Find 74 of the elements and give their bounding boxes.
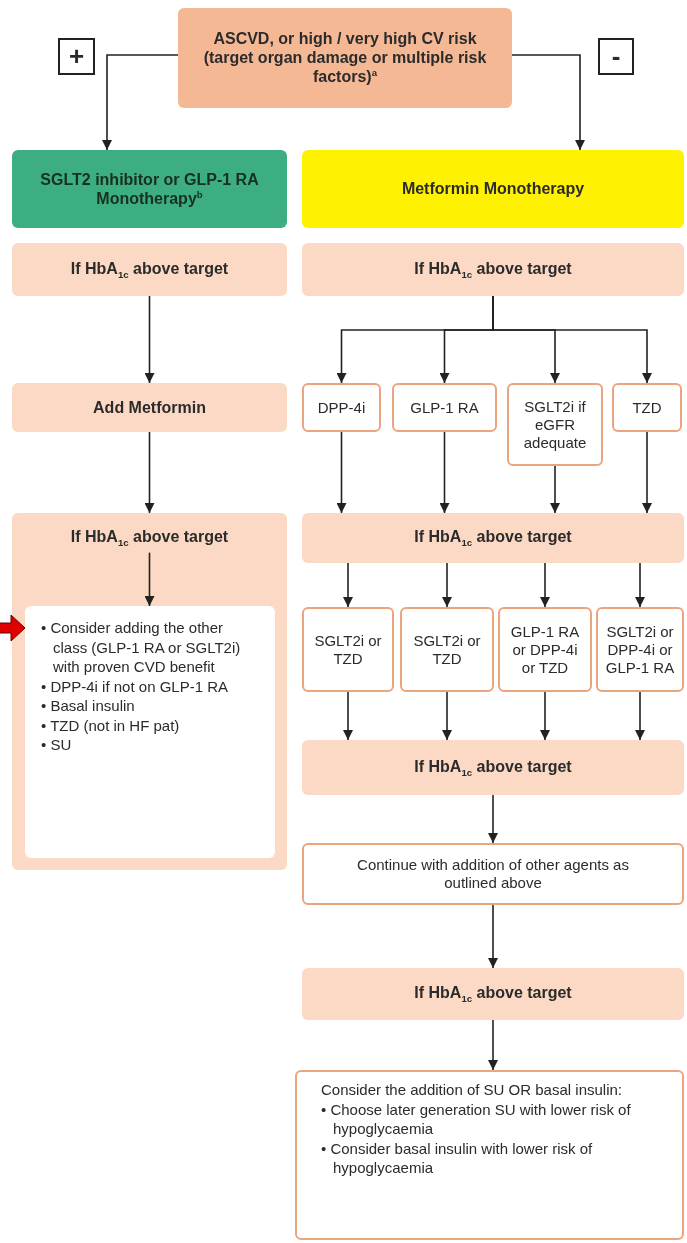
- step-text: SGLT2i or DPP-4i or GLP-1 RA: [604, 622, 676, 677]
- option-box: [302, 383, 381, 432]
- arrow: [343, 562, 353, 608]
- arrow: [488, 1019, 498, 1071]
- option-box: [507, 383, 603, 466]
- arrow: [550, 465, 560, 514]
- step-panel: [12, 513, 287, 870]
- arrow: [511, 54, 585, 151]
- bullet-item: • TZD (not in HF pat): [41, 715, 180, 735]
- arrow: [540, 691, 550, 741]
- bullet-item: • Consider basal insulin with lower risk of hypoglycaemia: [321, 1138, 594, 1178]
- step-text: DPP-4i: [317, 398, 366, 417]
- step-text: If HbA$_{1c}$ above target: [70, 527, 229, 549]
- step-box: [12, 383, 287, 432]
- option-box: [612, 383, 682, 432]
- step-text: If HbA$_{1c}$ above target: [414, 258, 572, 281]
- step-text: Continue with addition of other agents as outlined above: [356, 856, 630, 892]
- pointer-arrow: [0, 614, 26, 642]
- options-card: [25, 606, 275, 858]
- step-text: ASCVD, or high / very high CV risk (target organ damage or multiple risk factors)$^{a}$: [202, 29, 488, 87]
- step-text: SGLT2i if eGFR adequate: [522, 397, 588, 452]
- plus-box: [58, 38, 95, 75]
- arrow: [343, 691, 353, 741]
- step-text: If HbA$_{1c}$ above target: [414, 756, 572, 779]
- arrow: [488, 794, 498, 844]
- minus-box: [598, 38, 634, 75]
- arrow: [336, 431, 347, 514]
- arrow: [442, 691, 452, 741]
- arrow: [492, 295, 652, 384]
- bullet-item: • Consider adding the other class (GLP-1 RA or SGLT2i) with proven CVD benefit: [41, 618, 242, 677]
- arrow: [439, 431, 450, 514]
- bullet-item: • Basal insulin: [41, 696, 135, 716]
- step-text: Metformin Monotherapy: [401, 179, 585, 199]
- step-text: SGLT2i or TZD: [313, 631, 383, 668]
- step-text: GLP-1 RA or DPP-4i or TZD: [509, 622, 581, 677]
- arrow: [635, 562, 645, 608]
- step-text: If HbA$_{1c}$ above target: [70, 258, 229, 281]
- arrow: [488, 904, 498, 969]
- option-box: [392, 383, 497, 432]
- step-text: TZD: [632, 398, 662, 417]
- step-box: [302, 513, 684, 563]
- therapy-box: [12, 150, 287, 228]
- arrow: [144, 295, 155, 384]
- note-box: [295, 1070, 684, 1240]
- step-box: [302, 243, 684, 296]
- option-box: [498, 607, 592, 692]
- step-box: [302, 843, 684, 905]
- bullet-item: • SU: [41, 735, 73, 755]
- step-box: [12, 243, 287, 296]
- sign-text: +: [68, 40, 85, 73]
- arrow: [635, 691, 645, 741]
- option-box: [596, 607, 684, 692]
- step-text: Add Metformin: [93, 397, 206, 418]
- step-text: GLP-1 RA: [410, 398, 479, 417]
- sign-text: -: [611, 40, 621, 73]
- therapy-box: [302, 150, 684, 228]
- arrow: [144, 431, 155, 514]
- bullet-item: • DPP-4i if not on GLP-1 RA: [41, 676, 228, 696]
- arrow: [144, 551, 155, 607]
- option-box: [400, 607, 494, 692]
- arrow: [102, 54, 179, 151]
- bullet-item: • Choose later generation SU with lower risk of hypoglycaemia: [321, 1099, 632, 1139]
- step-text: Consider the addition of SU OR basal insulin:: [321, 1080, 622, 1100]
- arrow: [642, 431, 652, 514]
- step-text: SGLT2 inhibitor or GLP-1 RA Monotherapy$^{b}$: [39, 169, 260, 209]
- arrow: [442, 562, 452, 608]
- arrow: [540, 562, 550, 608]
- step-text: If HbA$_{1c}$ above target: [414, 527, 572, 549]
- condition-box: [178, 8, 512, 108]
- step-text: SGLT2i or TZD: [412, 631, 482, 668]
- option-box: [302, 607, 394, 692]
- step-box: [302, 740, 684, 795]
- step-box: [302, 968, 684, 1020]
- step-text: If HbA$_{1c}$ above target: [414, 983, 572, 1005]
